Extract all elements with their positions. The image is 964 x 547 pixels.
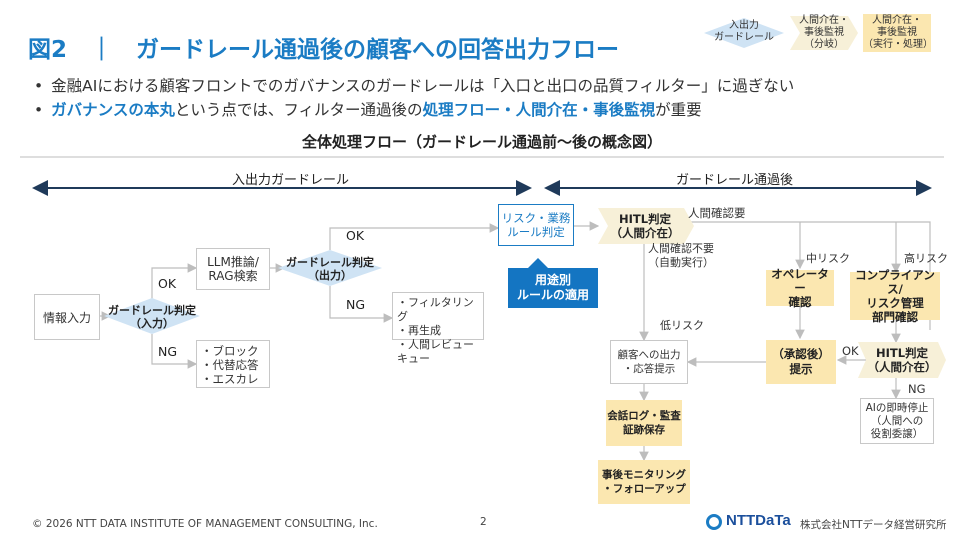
legend-yellow-box bbox=[863, 14, 931, 52]
ng1-label: NG bbox=[158, 344, 178, 359]
hitl1-label: HITL判定 （人間介在） bbox=[610, 212, 680, 240]
usecase-tag-pointer bbox=[528, 258, 548, 268]
llm-box: LLM推論/ RAG検索 bbox=[196, 248, 270, 290]
ok1-label: OK bbox=[158, 276, 177, 291]
mid-risk-label: 中リスク bbox=[806, 252, 850, 265]
need-check-label: 人間確認要 bbox=[688, 206, 746, 220]
logo-text: NTTDaTa bbox=[726, 512, 791, 529]
customer-output-box: 顧客への出力 ・応答提示 bbox=[610, 340, 688, 384]
log-save-box: 会話ログ・監査 証跡保存 bbox=[606, 400, 682, 446]
low-risk-label: 低リスク bbox=[660, 319, 704, 332]
span-left-label: 入出力ガードレール bbox=[232, 173, 350, 188]
guard-in-diamond bbox=[104, 298, 200, 334]
ntt-data-logo-icon bbox=[706, 514, 722, 530]
guard-out-label: ガードレール判定 （出力） bbox=[286, 256, 374, 282]
hitl1-shape bbox=[598, 208, 694, 244]
section-title: 全体処理フロー（ガードレール通過前～後の概念図） bbox=[301, 133, 662, 151]
guard-out-diamond bbox=[278, 250, 382, 286]
legend-execute: 人間介在・ 事後監視 （実行・処理） bbox=[863, 15, 933, 50]
operator-check-box: オペレーター 確認 bbox=[766, 267, 834, 309]
risk-judge-box: リスク・業務 ルール判定 bbox=[498, 204, 574, 246]
company-name: 株式会社NTTデータ経営研究所 bbox=[800, 519, 947, 531]
usecase-rule-tag: 用途別 ルールの適用 bbox=[508, 268, 598, 308]
page-number: 2 bbox=[480, 516, 487, 528]
approved-present-box: （承認後） 提示 bbox=[766, 340, 836, 384]
high-risk-label: 高リスク bbox=[904, 252, 948, 265]
ng3-label: NG bbox=[908, 382, 926, 396]
span-right-label: ガードレール通過後 bbox=[676, 173, 794, 188]
filter-list-box: ・フィルタリング ・再生成 ・人間レビューキュー bbox=[392, 292, 484, 365]
bullet-2: •ガバナンスの本丸という点では、フィルター通過後の処理フロー・人間介在・事後監視… bbox=[34, 101, 702, 119]
hitl2-label: HITL判定 （人間介在） bbox=[867, 346, 937, 374]
legend-io-guardrail: 入出力 ガードレール bbox=[714, 20, 774, 43]
ai-stop-box: AIの即時停止 （人間への 役割委譲） bbox=[860, 398, 934, 444]
compliance-check-box: コンプライアンス/ リスク管理 部門確認 bbox=[850, 268, 940, 324]
info-input-box: 情報入力 bbox=[34, 294, 100, 340]
guard-in-label: ガードレール判定 （入力） bbox=[108, 304, 196, 330]
monitoring-box: 事後モニタリング ・フォローアップ bbox=[598, 460, 690, 504]
ok3-label: OK bbox=[842, 344, 859, 358]
no-check-label: 人間確認不要 （自動実行） bbox=[648, 242, 714, 269]
bullet-1: •金融AIにおける顧客フロントでのガバナンスのガードレールは「入口と出口の品質フ… bbox=[34, 77, 795, 95]
page-title: 図2 ｜ ガードレール通過後の顧客への回答出力フロー bbox=[28, 37, 620, 63]
ng2-label: NG bbox=[346, 297, 366, 312]
hitl2-shape bbox=[858, 342, 946, 378]
legend-arrow-shape bbox=[790, 16, 858, 50]
legend-diamond bbox=[704, 18, 784, 48]
copyright: © 2026 NTT DATA INSTITUTE OF MANAGEMENT … bbox=[32, 518, 378, 530]
block-list-box: ・ブロック ・代替応答 ・エスカレ bbox=[196, 340, 270, 388]
legend-branch: 人間介在・ 事後監視 （分岐） bbox=[799, 15, 849, 50]
ok2-label: OK bbox=[346, 228, 365, 243]
